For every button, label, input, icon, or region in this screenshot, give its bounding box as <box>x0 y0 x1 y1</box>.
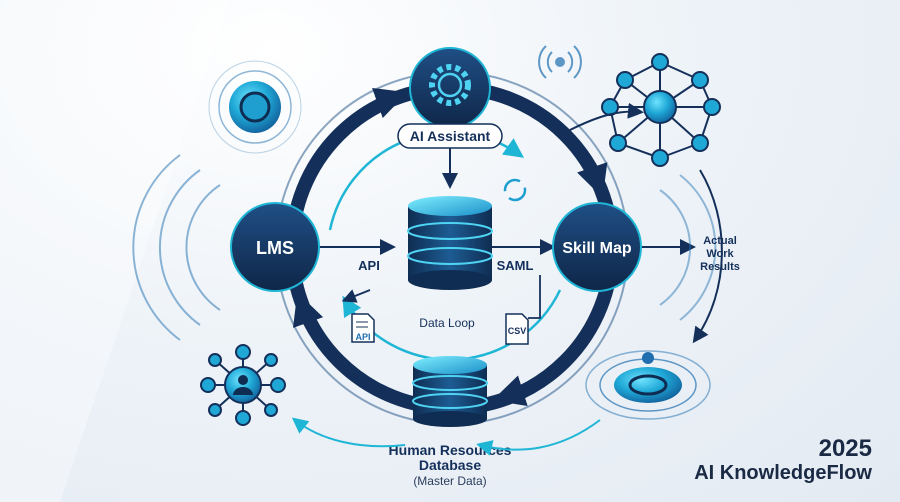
skill-map-label: Skill Map <box>562 240 632 257</box>
ai-assistant-label: AI Assistant <box>410 128 491 144</box>
saml-label: SAML <box>497 258 534 273</box>
outer-arrow-bottom-left <box>293 292 401 400</box>
actual-results-line1: Actual <box>703 235 737 247</box>
skill-map-node[interactable]: Skill Map <box>552 202 642 292</box>
lms-node[interactable]: LMS <box>230 202 320 292</box>
hr-database-node[interactable]: Human Resources Database (Master Data) <box>389 356 512 488</box>
sync-icon <box>503 178 527 202</box>
api-document-icon: API <box>351 313 375 343</box>
actual-results-line2: Work <box>706 248 734 260</box>
hr-db-label-line1: Human Resources <box>389 442 512 458</box>
user-icon <box>238 375 248 385</box>
api-doc-connector <box>341 289 371 303</box>
outer-arrow-bottom-right <box>492 309 600 406</box>
brand-name: AI KnowledgeFlow <box>694 462 872 484</box>
csv-doc-label: CSV <box>508 326 527 336</box>
api-label: API <box>358 258 380 273</box>
results-to-target-arrow <box>692 169 723 344</box>
hr-db-label-line2: Database <box>419 457 481 473</box>
csv-document-icon: CSV <box>505 313 529 345</box>
ai-assistant-node[interactable]: AI Assistant <box>397 47 503 149</box>
target-ripple-icon <box>585 350 711 420</box>
glowing-orb-icon <box>208 60 302 154</box>
outer-arrow-top-right <box>504 90 608 198</box>
brand-year: 2025 <box>818 435 872 462</box>
central-database-icon <box>407 196 493 290</box>
light-ray <box>0 0 230 502</box>
brand-block: 2025 AI KnowledgeFlow <box>694 435 872 485</box>
network-hub-icon-top-right <box>601 53 721 167</box>
target-to-hr-arrow <box>476 419 601 456</box>
lms-label: LMS <box>256 238 294 258</box>
lms-ripple-rings <box>132 154 221 341</box>
skillmap-ripple-rings <box>659 174 717 321</box>
network-link-arrow <box>569 102 644 131</box>
csv-connector <box>528 275 541 319</box>
data-loop-label: Data Loop <box>419 316 475 330</box>
outer-arrow-top-left <box>308 87 408 176</box>
actual-results-line3: Results <box>700 261 740 273</box>
gear-icon <box>429 64 471 106</box>
user-network-icon <box>200 344 286 426</box>
hr-to-network-arrow <box>291 417 406 448</box>
ai-assistant-pill <box>397 123 503 149</box>
api-doc-label: API <box>355 332 370 342</box>
hr-db-sublabel: (Master Data) <box>413 474 486 488</box>
broadcast-icon <box>538 45 582 79</box>
